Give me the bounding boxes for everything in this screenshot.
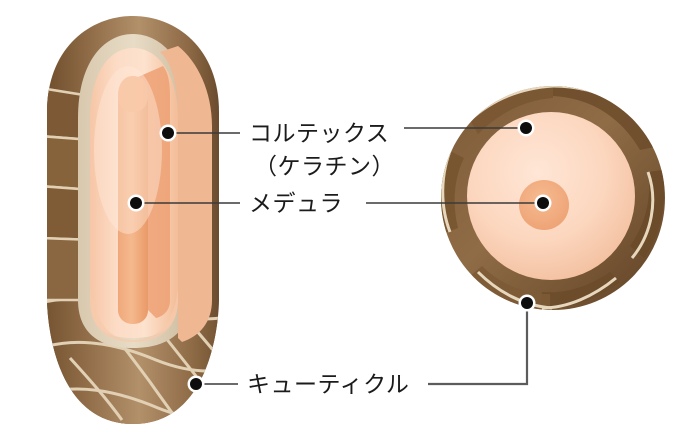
label-cortex-line1: コルテックス (249, 120, 389, 146)
label-cortex-line2: （ケラチン） (254, 153, 395, 179)
label-cortex-paren-close: ） (372, 153, 396, 179)
dot-cortex-section (517, 119, 535, 137)
labels: コルテックス （ケラチン） メデュラ キューティクル (247, 120, 409, 397)
hair-cross-section (441, 86, 665, 310)
dot-cortex-shaft (159, 124, 177, 142)
medulla-top (118, 76, 148, 112)
label-cuticle: キューティクル (247, 371, 409, 397)
dot-medulla-section (534, 194, 552, 212)
cortex-side-wall (160, 46, 212, 342)
hair-shaft-cutaway (47, 16, 219, 424)
dot-medulla-shaft (127, 194, 145, 212)
cortex-highlight (94, 66, 162, 234)
leader-cuticle-right (428, 303, 529, 386)
label-medulla: メデュラ (249, 190, 343, 216)
leader-lines (136, 127, 540, 386)
label-cortex-keratin: ケラチン (278, 153, 372, 179)
callout-dots (127, 119, 552, 393)
dot-cuticle-section (518, 294, 536, 312)
label-cortex-paren-open: （ (254, 153, 278, 179)
dot-cuticle-shaft (187, 375, 205, 393)
